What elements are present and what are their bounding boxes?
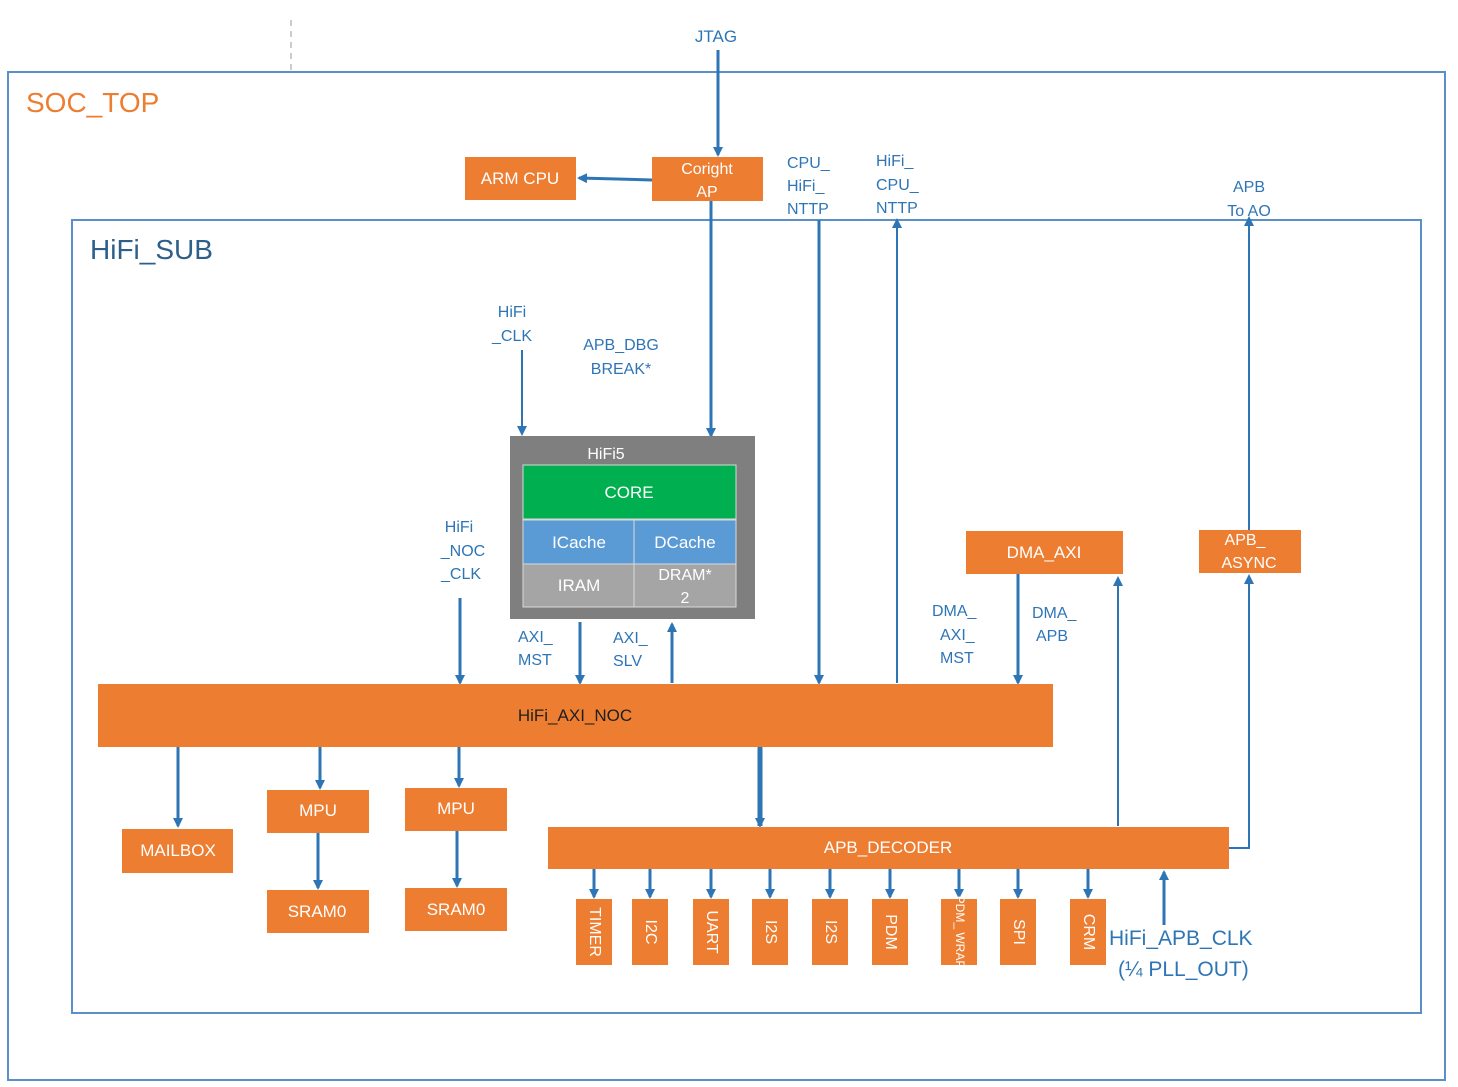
peripheral-box — [812, 899, 848, 965]
hifi-apb-clk-2: (¼ PLL_OUT) — [1118, 958, 1249, 981]
mpu-1-label: MPU — [299, 801, 337, 820]
apb-to-ao-2: To AO — [1227, 203, 1271, 220]
hifi5-block: HiFi5 CORE ICache DCache IRAM DRAM* 2 — [510, 436, 755, 619]
jtag-label: JTAG — [695, 27, 737, 46]
axi-mst-2: MST — [518, 652, 552, 669]
mpu-1-box — [267, 790, 369, 833]
mpu-2-box — [405, 788, 507, 831]
dram-cell — [633, 563, 737, 608]
peripheral-label: I2C — [642, 920, 659, 945]
iram-label: IRAM — [558, 576, 601, 595]
sram0-2-box — [405, 888, 507, 931]
axi-slv-2: SLV — [613, 653, 642, 670]
peripheral-box — [872, 899, 908, 965]
icache-cell — [522, 519, 635, 565]
dma-axi-mst-2: AXI_ — [940, 627, 976, 644]
peripheral-box — [693, 899, 729, 965]
hifi-apb-clk-1: HiFi_APB_CLK — [1109, 927, 1253, 950]
dma-apb-2: APB — [1036, 628, 1068, 645]
peripheral-label: I2S — [762, 920, 779, 944]
dma-axi-mst-3: MST — [940, 650, 974, 667]
arm-cpu-box — [465, 157, 576, 200]
apb-async-label-1: APB_ — [1225, 532, 1267, 549]
peripheral-box — [941, 899, 977, 965]
dcache-cell — [633, 519, 737, 565]
core-cell — [522, 464, 737, 520]
peripheral-box — [1000, 899, 1036, 965]
hifi-noc-clk-3: _CLK — [440, 566, 481, 583]
mpu-2-label: MPU — [437, 799, 475, 818]
dma-axi-mst-1: DMA_ — [932, 603, 978, 620]
iram-cell — [522, 563, 635, 608]
cpu-hifi-nttp-3: NTTP — [787, 201, 829, 218]
sram0-1-box — [267, 890, 369, 933]
cpu-hifi-nttp-2: HiFi_ — [787, 178, 825, 195]
core-label: CORE — [604, 483, 653, 502]
mailbox-box — [122, 829, 233, 873]
hifi-cpu-nttp-2: CPU_ — [876, 177, 920, 194]
apb-to-ao-1: APB — [1233, 179, 1265, 196]
peripheral-label: TIMER — [586, 907, 603, 957]
hifi-axi-noc-bar — [98, 684, 1053, 747]
hifi-noc-clk-2: _NOC — [440, 543, 485, 560]
sram0-1-label: SRAM0 — [288, 902, 347, 921]
dma-axi-box — [966, 531, 1123, 574]
apb-dbg-break-1: APB_DBG — [583, 337, 659, 354]
peripheral-box — [1070, 899, 1106, 965]
mailbox-label: MAILBOX — [140, 841, 216, 860]
hifi5-label: HiFi5 — [587, 446, 624, 463]
soc-top-frame — [7, 71, 1446, 1081]
dram-label-2: 2 — [681, 590, 690, 607]
hifi-noc-clk-1: HiFi — [445, 519, 473, 536]
apb-dbg-break-2: BREAK* — [591, 361, 651, 378]
sram0-2-label: SRAM0 — [427, 900, 486, 919]
hifi-axi-noc-label: HiFi_AXI_NOC — [518, 706, 632, 725]
coright-ap-label-2: AP — [696, 184, 717, 201]
coright-ap-label-1: Coright — [681, 161, 733, 178]
peripheral-label: I2S — [822, 920, 839, 944]
dma-axi-label: DMA_AXI — [1007, 543, 1082, 562]
axi-slv-1: AXI_ — [613, 630, 649, 647]
peripheral-label: PDM_ WRAP — [953, 896, 967, 969]
peripheral-box — [632, 899, 668, 965]
hifi-cpu-nttp-1: HiFi_ — [876, 153, 914, 170]
decoder-to-async-line — [1229, 574, 1254, 849]
hifi-clk-2: _CLK — [491, 328, 532, 345]
cpu-hifi-nttp-1: CPU_ — [787, 155, 831, 172]
apb-decoder-bar — [548, 827, 1229, 869]
peripheral-label: PDM — [882, 914, 899, 950]
dram-label-1: DRAM* — [658, 567, 711, 584]
peripheral-box — [576, 899, 612, 965]
hifi-cpu-nttp-3: NTTP — [876, 200, 918, 217]
arm-cpu-label: ARM CPU — [481, 169, 559, 188]
coright-ap-box — [652, 157, 763, 201]
axi-mst-1: AXI_ — [518, 629, 554, 646]
peripheral-label: CRM — [1080, 914, 1097, 950]
apb-decoder-label: APB_DECODER — [824, 838, 952, 857]
hifi-clk-1: HiFi — [498, 304, 526, 321]
dma-apb-1: DMA_ — [1032, 605, 1078, 622]
peripheral-group: TIMER I2C UART I2S I2S PDM PDM_ WRAP SPI CRM — [576, 869, 1106, 968]
peripheral-label: UART — [703, 910, 720, 953]
ap-to-cpu-arrow — [577, 173, 653, 184]
apb-async-box — [1199, 530, 1301, 573]
peripheral-box — [752, 899, 788, 965]
dcache-label: DCache — [654, 533, 715, 552]
soc-top-title: SOC_TOP — [26, 87, 159, 118]
hifi-sub-title: HiFi_SUB — [90, 234, 213, 265]
apb-async-label-2: ASYNC — [1221, 555, 1276, 572]
icache-label: ICache — [552, 533, 606, 552]
hifi-sub-frame — [71, 219, 1422, 1014]
peripheral-label: SPI — [1010, 919, 1027, 945]
